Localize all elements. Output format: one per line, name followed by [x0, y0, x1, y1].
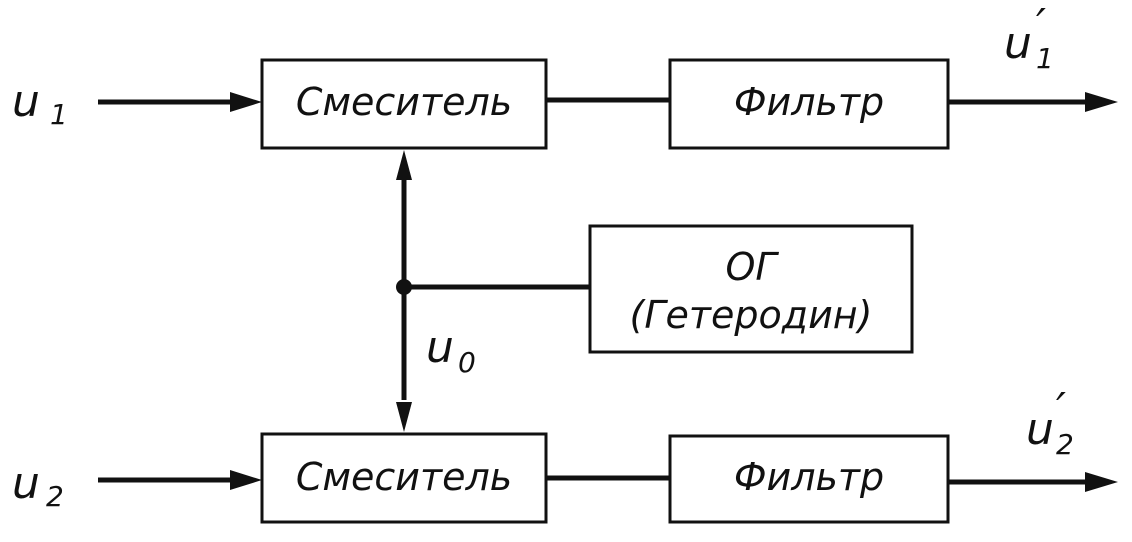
input-u2-arrowhead [230, 470, 262, 490]
signal-u1-output-label: u 1 ′ [1004, 0, 1054, 75]
filter-top-block: Фильтр [668, 58, 950, 150]
signal-u1-output-sub: 1 [1036, 42, 1054, 75]
oscillator-label-line1: ОГ [725, 245, 779, 289]
signal-u2-sub: 2 [46, 480, 64, 513]
signal-u2-main: u [12, 458, 40, 509]
signal-u2-output-sub: 2 [1056, 428, 1074, 461]
signal-u0-sub: 0 [458, 346, 476, 379]
mixer-bottom-label: Смеситель [296, 455, 512, 499]
oscillator-block: ОГ (Гетеродин) [588, 224, 914, 354]
output-u2-arrowhead [1085, 472, 1118, 492]
signal-u1-label: u 1 [12, 76, 68, 131]
signal-u2-output-label: u 2 ′ [1026, 384, 1074, 461]
signal-u0-label: u 0 [426, 322, 476, 379]
mixer-bottom-block: Смеситель [260, 432, 548, 524]
signal-u2-label: u 2 [12, 458, 64, 513]
filter-bottom-block: Фильтр [668, 434, 950, 524]
signal-u1-main: u [12, 76, 40, 127]
signal-u2-output-main: u [1026, 404, 1054, 455]
signal-u1-sub: 1 [50, 98, 68, 131]
bus-top-arrowhead [396, 150, 412, 180]
mixer-top-label: Смеситель [296, 80, 512, 124]
signal-u1-output-main: u [1004, 18, 1032, 69]
bus-bottom-arrowhead [396, 402, 412, 432]
signal-u0-main: u [426, 322, 454, 373]
input-u1-arrowhead [230, 92, 262, 112]
junction-dot [396, 279, 412, 295]
filter-top-label: Фильтр [734, 80, 884, 124]
signal-u1-output-prime: ′ [1036, 0, 1046, 51]
mixer-top-block: Смеситель [260, 58, 548, 150]
output-u1-arrowhead [1085, 92, 1118, 112]
oscillator-label-line2: (Гетеродин) [630, 293, 873, 337]
signal-u2-output-prime: ′ [1056, 384, 1066, 435]
filter-bottom-label: Фильтр [734, 455, 884, 499]
